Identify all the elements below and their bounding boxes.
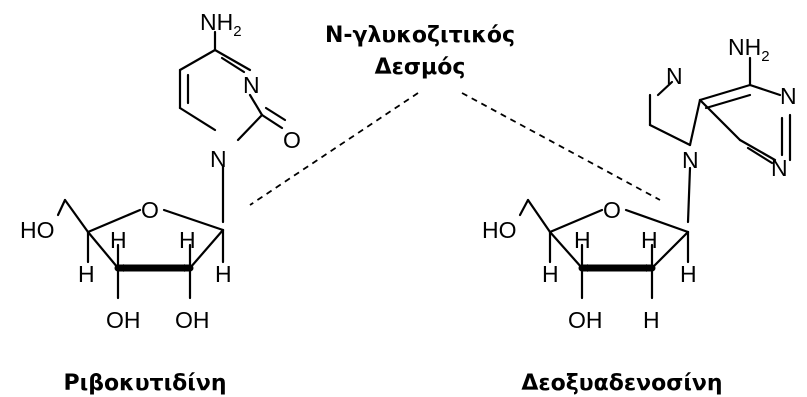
cytosine-ring-bonds <box>178 30 287 142</box>
n1-label-left: N <box>210 146 227 172</box>
right-molecule-name: Δεοξυαδενοσίνη <box>521 371 722 396</box>
carbonyl-oxygen-label: O <box>283 127 301 153</box>
glycosidic-bond-right <box>686 166 692 224</box>
h-c2prime-down-right: H <box>643 307 660 333</box>
glycosidic-bond-annotation: N-γλυκοζιτικός Δεσμός <box>249 23 661 206</box>
n1-label-right: N <box>780 83 797 109</box>
h-c2prime-up-left: H <box>110 227 127 253</box>
adenine-ring-bonds <box>648 56 792 165</box>
annotation-line-1: N-γλυκοζιτικός <box>325 23 515 48</box>
hydroxyl-c2prime-left: OH <box>175 307 210 333</box>
n7-label-right: N <box>666 63 683 89</box>
h-c3prime-up-right: H <box>641 227 658 253</box>
annotation-line-2: Δεσμός <box>375 55 466 80</box>
ribose-ring-bonds <box>86 208 225 272</box>
h-c3prime-up-left: H <box>179 227 196 253</box>
deoxyribose-substituent-bonds <box>518 198 690 300</box>
deoxyadenosine-structure: NH2 N N N N O HO H H H H OH H <box>482 34 797 333</box>
n3-label-right: N <box>771 155 788 181</box>
h-c4prime-left: H <box>78 261 95 287</box>
ribocytidine-structure: NH2 N N O O HO H H H H OH OH <box>20 9 301 333</box>
pointer-line-right <box>461 92 661 201</box>
amino-group-right: NH2 <box>728 34 770 65</box>
left-molecule-name: Ριβοκυτιδίνη <box>64 371 227 396</box>
ribose-substituent-bonds <box>56 198 225 300</box>
ring-oxygen-label-left: O <box>141 197 159 223</box>
n3-label-left: N <box>243 72 260 98</box>
amino-group-left: NH2 <box>200 9 242 40</box>
hydroxymethyl-label-left: HO <box>20 217 55 243</box>
n9-label-right: N <box>682 147 699 173</box>
hydroxyl-c3prime-left: OH <box>106 307 141 333</box>
h-c1prime-right: H <box>680 261 697 287</box>
hydroxyl-c3prime-right: OH <box>568 307 603 333</box>
h-c2prime-up-right: H <box>574 227 591 253</box>
ring-oxygen-label-right: O <box>603 197 621 223</box>
h-c4prime-right: H <box>542 261 559 287</box>
h-c1prime-left: H <box>215 261 232 287</box>
deoxyribose-ring-bonds <box>548 208 690 272</box>
pointer-line-left <box>249 92 419 206</box>
hydroxymethyl-label-right: HO <box>482 217 517 243</box>
